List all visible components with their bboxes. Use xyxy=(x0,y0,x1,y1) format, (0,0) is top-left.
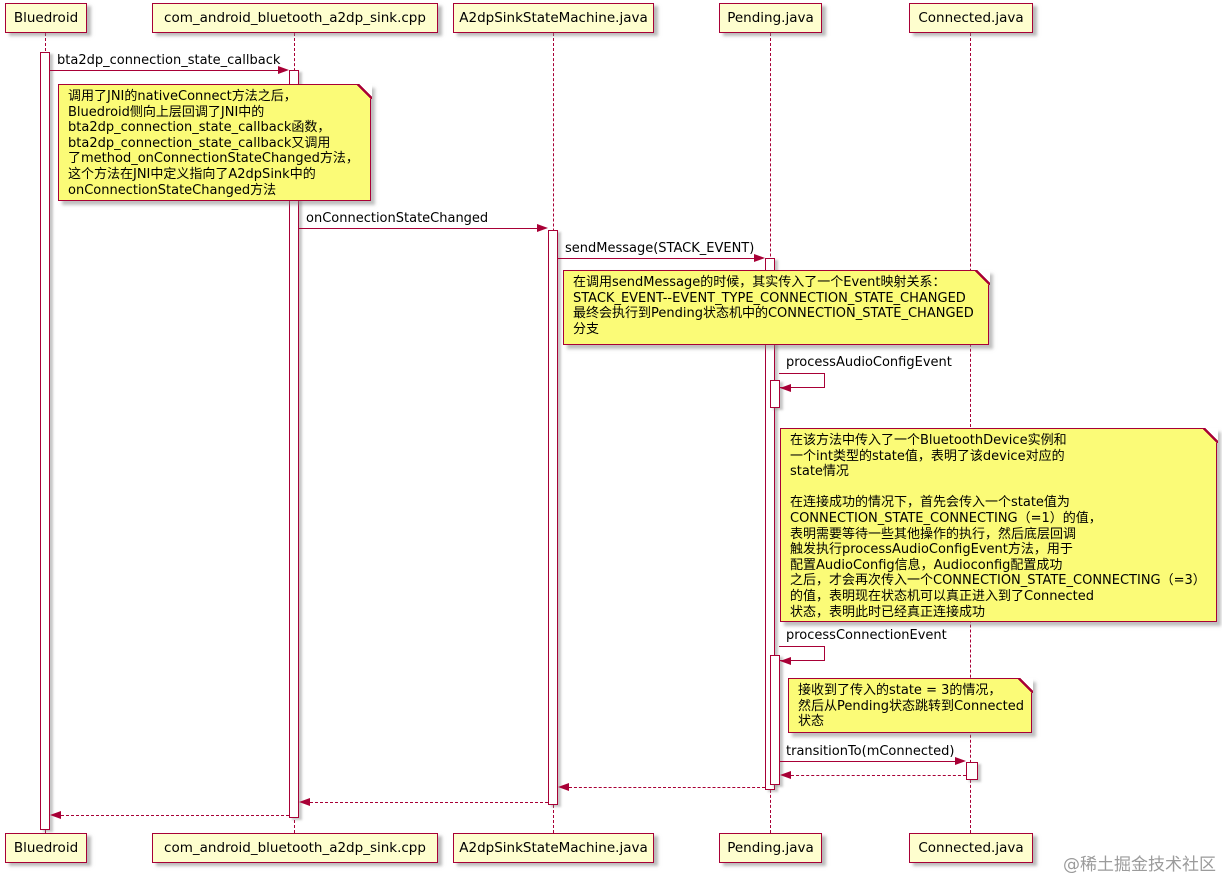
arrowhead-right-icon xyxy=(754,254,765,262)
participant-a2dp-sink-cpp-bottom: com_android_bluetooth_a2dp_sink.cpp xyxy=(152,833,438,863)
message-label-processaudioconfigevent: processAudioConfigEvent xyxy=(786,355,952,370)
note-state-explanation: 在该方法中传入了一个BluetoothDevice实例和 一个int类型的sta… xyxy=(780,427,1218,622)
activation-pending xyxy=(765,258,775,790)
message-line-sendmessage xyxy=(558,258,755,259)
message-label-processconnectionevent: processConnectionEvent xyxy=(786,628,947,643)
note-text: 接收到了传入的state = 3的情况， 然后从Pending状态跳转到Conn… xyxy=(798,683,1024,730)
participant-label: Bluedroid xyxy=(13,10,79,26)
arrowhead-right-icon xyxy=(955,757,966,765)
message-line-bta2dp-callback xyxy=(50,70,279,71)
message-label-bta2dp-callback: bta2dp_connection_state_callback xyxy=(57,53,281,68)
participant-bluedroid-top: Bluedroid xyxy=(5,3,87,33)
arrowhead-left-icon xyxy=(780,657,791,665)
note-text: 在该方法中传入了一个BluetoothDevice实例和 一个int类型的sta… xyxy=(790,433,1206,620)
message-label-transitionto: transitionTo(mConnected) xyxy=(786,744,955,759)
note-fold-icon xyxy=(356,83,372,99)
arrowhead-left-icon xyxy=(299,798,310,806)
note-fold-icon xyxy=(974,269,990,285)
participant-label: com_android_bluetooth_a2dp_sink.cpp xyxy=(164,840,426,856)
participant-statemachine-bottom: A2dpSinkStateMachine.java xyxy=(453,833,654,863)
arrowhead-left-icon xyxy=(780,384,791,392)
message-line-onconnectionstatechanged xyxy=(299,228,538,229)
participant-bluedroid-bottom: Bluedroid xyxy=(5,833,87,863)
participant-a2dp-sink-cpp-top: com_android_bluetooth_a2dp_sink.cpp xyxy=(152,3,438,33)
note-jni-callback: 调用了JNI的nativeConnect方法之后， Bluedroid侧向上层回… xyxy=(58,83,372,201)
return-line-pending-to-statemachine xyxy=(569,787,765,788)
message-label-onconnectionstatechanged: onConnectionStateChanged xyxy=(306,211,489,226)
self-call-loop-audioconfig xyxy=(779,373,825,388)
return-line-connected-to-pending xyxy=(791,775,966,776)
activation-pending-connectionevent xyxy=(770,655,780,785)
participant-label: A2dpSinkStateMachine.java xyxy=(459,840,648,856)
arrowhead-right-icon xyxy=(278,66,289,74)
message-label-sendmessage: sendMessage(STACK_EVENT) xyxy=(565,241,755,256)
participant-label: Pending.java xyxy=(727,10,814,26)
participant-connected-top: Connected.java xyxy=(909,3,1033,33)
note-fold-icon xyxy=(1202,427,1218,443)
note-text: 调用了JNI的nativeConnect方法之后， Bluedroid侧向上层回… xyxy=(68,89,359,198)
activation-statemachine xyxy=(548,230,558,805)
note-fold-icon xyxy=(1017,677,1033,693)
participant-label: Connected.java xyxy=(918,10,1024,26)
activation-a2dp-sink-cpp xyxy=(289,70,299,818)
participant-label: A2dpSinkStateMachine.java xyxy=(459,10,648,26)
message-line-transitionto xyxy=(780,761,956,762)
activation-pending-audioconfig xyxy=(770,380,780,408)
participant-label: Connected.java xyxy=(918,840,1024,856)
activation-connected xyxy=(966,762,978,780)
participant-pending-top: Pending.java xyxy=(719,3,822,33)
participant-label: com_android_bluetooth_a2dp_sink.cpp xyxy=(164,10,426,26)
participant-label: Bluedroid xyxy=(13,840,79,856)
note-text: 在调用sendMessage的时候，其实传入了一个Event映射关系： STAC… xyxy=(573,275,974,337)
arrowhead-left-icon xyxy=(780,771,791,779)
watermark-text: @稀土掘金技术社区 xyxy=(1063,855,1216,875)
return-line-cpp-to-bluedroid xyxy=(61,815,289,816)
arrowhead-left-icon xyxy=(50,811,61,819)
return-line-statemachine-to-cpp xyxy=(310,802,548,803)
note-sendmessage-event: 在调用sendMessage的时候，其实传入了一个Event映射关系： STAC… xyxy=(563,269,990,345)
activation-bluedroid xyxy=(40,52,50,830)
participant-pending-bottom: Pending.java xyxy=(719,833,822,863)
note-state3-transition: 接收到了传入的state = 3的情况， 然后从Pending状态跳转到Conn… xyxy=(788,677,1033,733)
self-call-loop-connectionevent xyxy=(779,646,825,661)
arrowhead-left-icon xyxy=(558,783,569,791)
arrowhead-right-icon xyxy=(537,224,548,232)
participant-label: Pending.java xyxy=(727,840,814,856)
participant-statemachine-top: A2dpSinkStateMachine.java xyxy=(453,3,654,33)
participant-connected-bottom: Connected.java xyxy=(909,833,1033,863)
